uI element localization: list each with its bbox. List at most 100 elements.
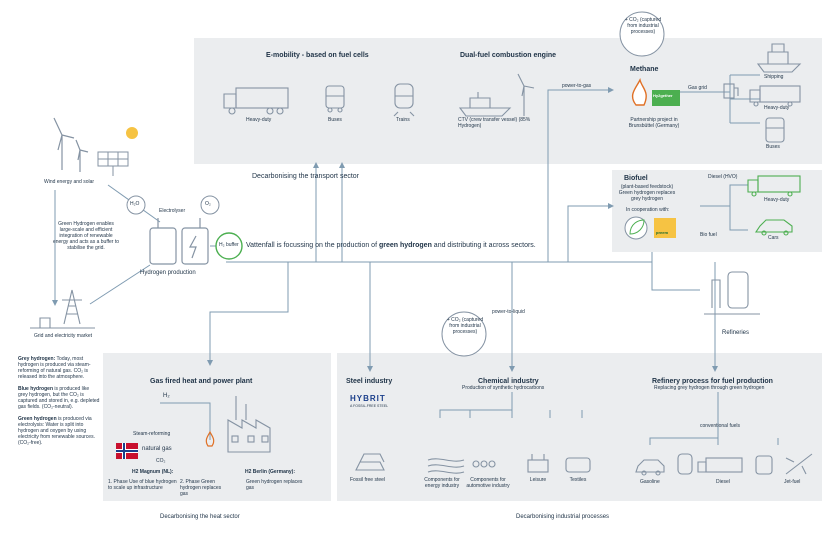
methane-title: Methane: [630, 66, 659, 73]
decarbonising-heat-label: Decarbonising the heat sector: [160, 514, 240, 520]
hydrogen-production-label: Hydrogen production: [140, 270, 196, 276]
heavy-duty-label: Heavy-duty: [246, 117, 272, 123]
industry-panel: [337, 353, 822, 501]
decarbonising-transport-label: Decarbonising the transport sector: [252, 173, 359, 180]
shipping-label: Shipping: [764, 74, 784, 80]
fuel-item: Gasoline: [640, 479, 660, 485]
h2-buffer-circle: [215, 232, 243, 260]
steel-icon: [355, 453, 385, 471]
arrow-head: [712, 366, 718, 372]
textiles-icon: [565, 457, 591, 473]
bus-icon: [325, 85, 345, 113]
power-to-gas-label: power-to-gas: [562, 83, 592, 89]
pylon-icon: [30, 289, 95, 329]
vessel-icon: [458, 92, 512, 117]
electrolyser-label: Electrolyser: [159, 208, 186, 214]
steam-reforming-label: Steam-reforming: [133, 431, 171, 437]
sun-icon: [126, 127, 138, 139]
flow-line: [439, 392, 583, 418]
bus-icon: [765, 117, 785, 143]
conventional-fuels-label: conventional fuels: [700, 423, 741, 429]
biofuel-title: Biofuel: [624, 175, 648, 182]
flow-line: [651, 262, 700, 291]
leisure-icon: [527, 454, 549, 473]
heat-panel: [103, 353, 331, 501]
biofuel-description: (plant-based feedstock) Green hydrogen r…: [618, 184, 676, 202]
flow-line: [567, 205, 612, 262]
flow-line: [668, 74, 760, 124]
solar-panel-icon: [97, 151, 129, 176]
co2-circle-methane: [619, 11, 665, 57]
truck-icon: [749, 85, 801, 107]
biofuel-panel: [612, 170, 822, 252]
car-icon: [754, 219, 793, 236]
power-to-liquid-label: power-to-liquid: [492, 309, 525, 315]
arrow-head: [608, 87, 614, 93]
car-icon: [635, 459, 665, 476]
wind-turbine-icon: [53, 117, 89, 172]
truck-icon: [747, 175, 801, 197]
main-statement: Vattenfall is focussing on the productio…: [246, 242, 536, 249]
h2-berlin-title: H2 Berlin (Germany):: [245, 469, 296, 475]
refinery-process-title: Refinery process for fuel production: [652, 378, 773, 385]
h2-label: H₂: [163, 393, 170, 399]
chemical-item: Components for energy industry: [424, 477, 460, 489]
chemical-subtitle: Production of synthetic hydrocarbons: [462, 385, 545, 391]
transport-panel: [194, 38, 557, 164]
heat-plant-icon: [227, 396, 271, 453]
natural-gas-label: natural gas: [142, 446, 172, 452]
o2-label: O₂: [205, 201, 211, 207]
flow-line: [209, 262, 289, 362]
trains-label: Trains: [396, 117, 410, 123]
lightning-icon: [188, 235, 197, 259]
flame-icon: [631, 77, 647, 106]
gas-station-icon: [723, 83, 739, 99]
methane-heavy-duty-label: Heavy-duty: [764, 105, 790, 111]
legend-grey: Grey hydrogen: Today, most hydrogen is p…: [18, 356, 91, 380]
flame-icon: [205, 430, 215, 447]
leaf-icon: [629, 219, 645, 235]
chemical-item: Textiles: [569, 477, 587, 483]
diesel-hvo-label: Diesel (HVO): [708, 174, 738, 180]
co2-label: CO₂: [156, 458, 166, 464]
methane-panel: [557, 38, 822, 164]
norway-flag-icon: [116, 443, 138, 459]
gas-grid-label: Gas grid: [688, 85, 707, 91]
arrow-head: [509, 366, 515, 372]
green-hydrogen-description: Green Hydrogen enables large-scale and e…: [52, 221, 120, 251]
h2-magnum-title: H2 Magnum (NL):: [132, 469, 174, 475]
h2-berlin-text: Green hydrogen replaces gas: [246, 479, 303, 491]
wind-turbine-icon: [517, 73, 535, 116]
wind-solar-label: Wind energy and solar: [44, 179, 95, 185]
refinery-process-subtitle: Replacing grey hydrogen through green hy…: [654, 385, 765, 391]
co2-circle-chemical: [441, 311, 487, 357]
heat-plant-title: Gas fired heat and power plant: [150, 378, 253, 385]
fuel-item: Diesel: [716, 479, 730, 485]
partnership-label: Partnership project in Brunsbüttel (Germ…: [628, 117, 680, 129]
refineries-label: Refineries: [722, 330, 750, 336]
cars-label: Cars: [768, 235, 779, 241]
biofuel-heavy-duty-label: Heavy-duty: [764, 197, 790, 203]
flow-line: [547, 89, 612, 262]
legend-blue: Blue hydrogen is produced like grey hydr…: [18, 386, 100, 410]
ship-icon: [756, 43, 802, 73]
h2o-circle: [126, 195, 146, 215]
bio-fuel-label: Bio fuel: [700, 232, 717, 238]
arrow-head: [608, 203, 614, 209]
hybrit-logo-sub: A FOSSIL-FREE STEEL: [350, 404, 389, 408]
preem-logo-text: preem: [656, 230, 669, 235]
fuel-item: Jet-fuel: [784, 479, 801, 485]
dual-fuel-title: Dual-fuel combustion engine: [460, 52, 557, 59]
chemical-title: Chemical industry: [478, 378, 539, 385]
methane-co2-note: + CO₂ (captured from industrial processe…: [624, 17, 662, 35]
fossil-free-steel-label: Fossil free steel: [350, 477, 386, 483]
phase-1-label: 1. Phase Use of blue hydrogen to scale u…: [108, 479, 177, 491]
truck-icon: [697, 457, 743, 473]
flow-line: [89, 264, 151, 305]
flow-line: [160, 402, 211, 440]
buses-label: Buses: [328, 117, 342, 123]
plane-icon: [785, 453, 813, 475]
phase-2-label: 2. Phase Green hydrogen replaces gas: [180, 479, 222, 497]
train-icon: [393, 83, 415, 117]
